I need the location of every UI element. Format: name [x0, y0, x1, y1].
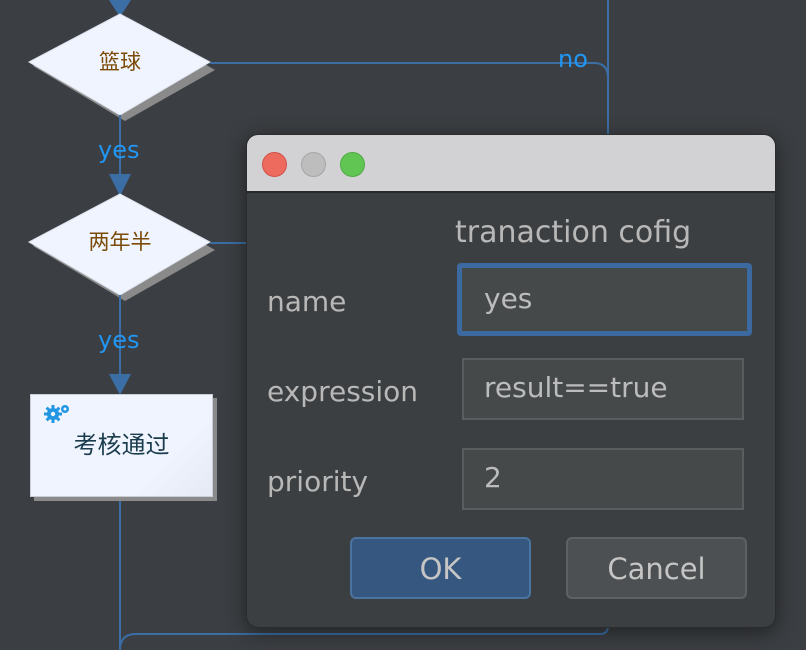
- ok-button[interactable]: OK: [350, 537, 531, 599]
- decision-node-label[interactable]: 两年半: [88, 230, 152, 254]
- edge-label-yes[interactable]: yes: [98, 326, 140, 354]
- priority-input[interactable]: 2: [462, 448, 744, 510]
- priority-label: priority: [267, 465, 369, 498]
- minimize-button[interactable]: [301, 152, 326, 177]
- dialog-heading: tranaction cofig: [455, 215, 692, 250]
- decision-node-label[interactable]: 篮球: [99, 50, 141, 74]
- edge-label-yes[interactable]: yes: [98, 136, 140, 164]
- expression-label: expression: [267, 375, 419, 408]
- name-input[interactable]: yes: [457, 263, 752, 336]
- edge-label-no[interactable]: no: [558, 45, 588, 73]
- gear-icon: [44, 405, 69, 423]
- task-node[interactable]: 考核通过: [30, 394, 213, 497]
- expression-input[interactable]: result==true: [462, 358, 744, 420]
- cancel-button[interactable]: Cancel: [566, 537, 747, 599]
- transaction-config-dialog: tranaction cofig name yes expression res…: [246, 134, 776, 628]
- maximize-button[interactable]: [340, 152, 365, 177]
- close-button[interactable]: [262, 152, 287, 177]
- name-label: name: [267, 285, 347, 318]
- dialog-titlebar[interactable]: [247, 135, 775, 193]
- task-node-label: 考核通过: [73, 431, 170, 459]
